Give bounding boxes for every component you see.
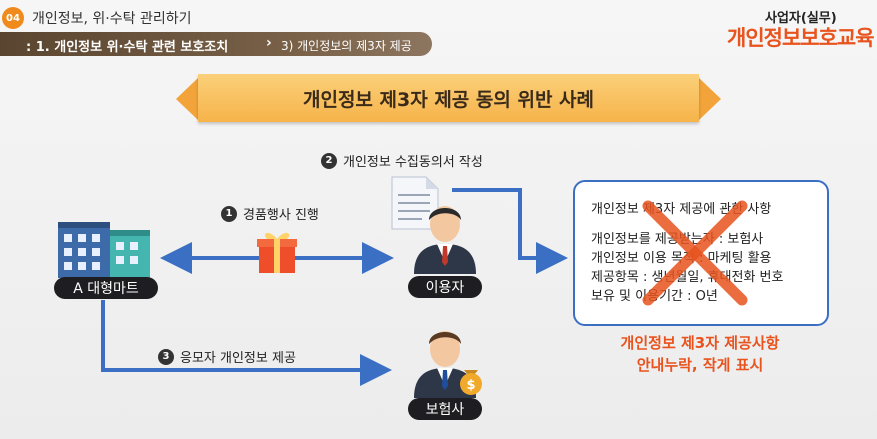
slide-title: 개인정보 제3자 제공 동의 위반 사례 [198, 74, 699, 122]
brand-title: 개인정보보호교육 [727, 26, 875, 50]
consent-line-items: 제공항목 : 생년월일, 휴대전화 번호 [591, 270, 784, 285]
step-1-label: 경품행사 진행 [243, 208, 319, 223]
store-label: A 대형마트 [54, 277, 158, 299]
consent-line-period: 보유 및 이용기간 : O년 [591, 289, 718, 304]
warning-line-1: 개인정보 제3자 제공사항 [620, 334, 780, 352]
breadcrumb-section: : 1. 개인정보 위·수탁 관련 보호조치 [26, 40, 229, 55]
step-2-number: 2 [321, 152, 337, 169]
warning-line-2: 안내누락, 작게 표시 [636, 356, 764, 374]
arrow-store-insurer [101, 300, 392, 386]
step-2: 2 개인정보 수집동의서 작성 [321, 151, 483, 170]
insurer-person-icon [414, 331, 476, 398]
consent-line-purpose: 개인정보 이용 목적 : 마케팅 활용 [591, 251, 772, 266]
money-bag-icon: $ [460, 370, 482, 395]
brand-subtitle: 사업자(실무) [765, 11, 837, 26]
gift-icon [257, 232, 297, 273]
step-3-label: 응모자 개인정보 제공 [180, 351, 296, 366]
ribbon-left-tail [176, 78, 198, 120]
ribbon-right-tail [699, 78, 721, 120]
step-1-number: 1 [221, 205, 237, 222]
breadcrumb-separator: › [266, 35, 272, 51]
consent-info-box: 개인정보 제3자 제공에 관한 사항 개인정보를 제공받는자 : 보험사 개인정… [573, 180, 829, 326]
document-icon [391, 176, 439, 230]
chapter-title: 개인정보, 위·수탁 관리하기 [32, 11, 192, 27]
svg-text:$: $ [466, 378, 475, 393]
breadcrumb [0, 32, 432, 56]
chapter-number-badge: 04 [2, 7, 24, 29]
consent-heading: 개인정보 제3자 제공에 관한 사항 [591, 202, 772, 217]
consent-line-recipient: 개인정보를 제공받는자 : 보험사 [591, 232, 764, 247]
breadcrumb-topic: 3) 개인정보의 제3자 제공 [281, 39, 412, 53]
user-label: 이용자 [408, 276, 482, 298]
step-3: 3 응모자 개인정보 제공 [158, 347, 296, 366]
user-person-icon [414, 206, 476, 274]
step-1: 1 경품행사 진행 [221, 204, 319, 223]
arrow-user-consent [452, 188, 568, 274]
step-3-number: 3 [158, 348, 174, 365]
building-icon [58, 222, 150, 278]
insurer-label: 보험사 [408, 398, 482, 420]
step-2-label: 개인정보 수집동의서 작성 [343, 155, 483, 170]
